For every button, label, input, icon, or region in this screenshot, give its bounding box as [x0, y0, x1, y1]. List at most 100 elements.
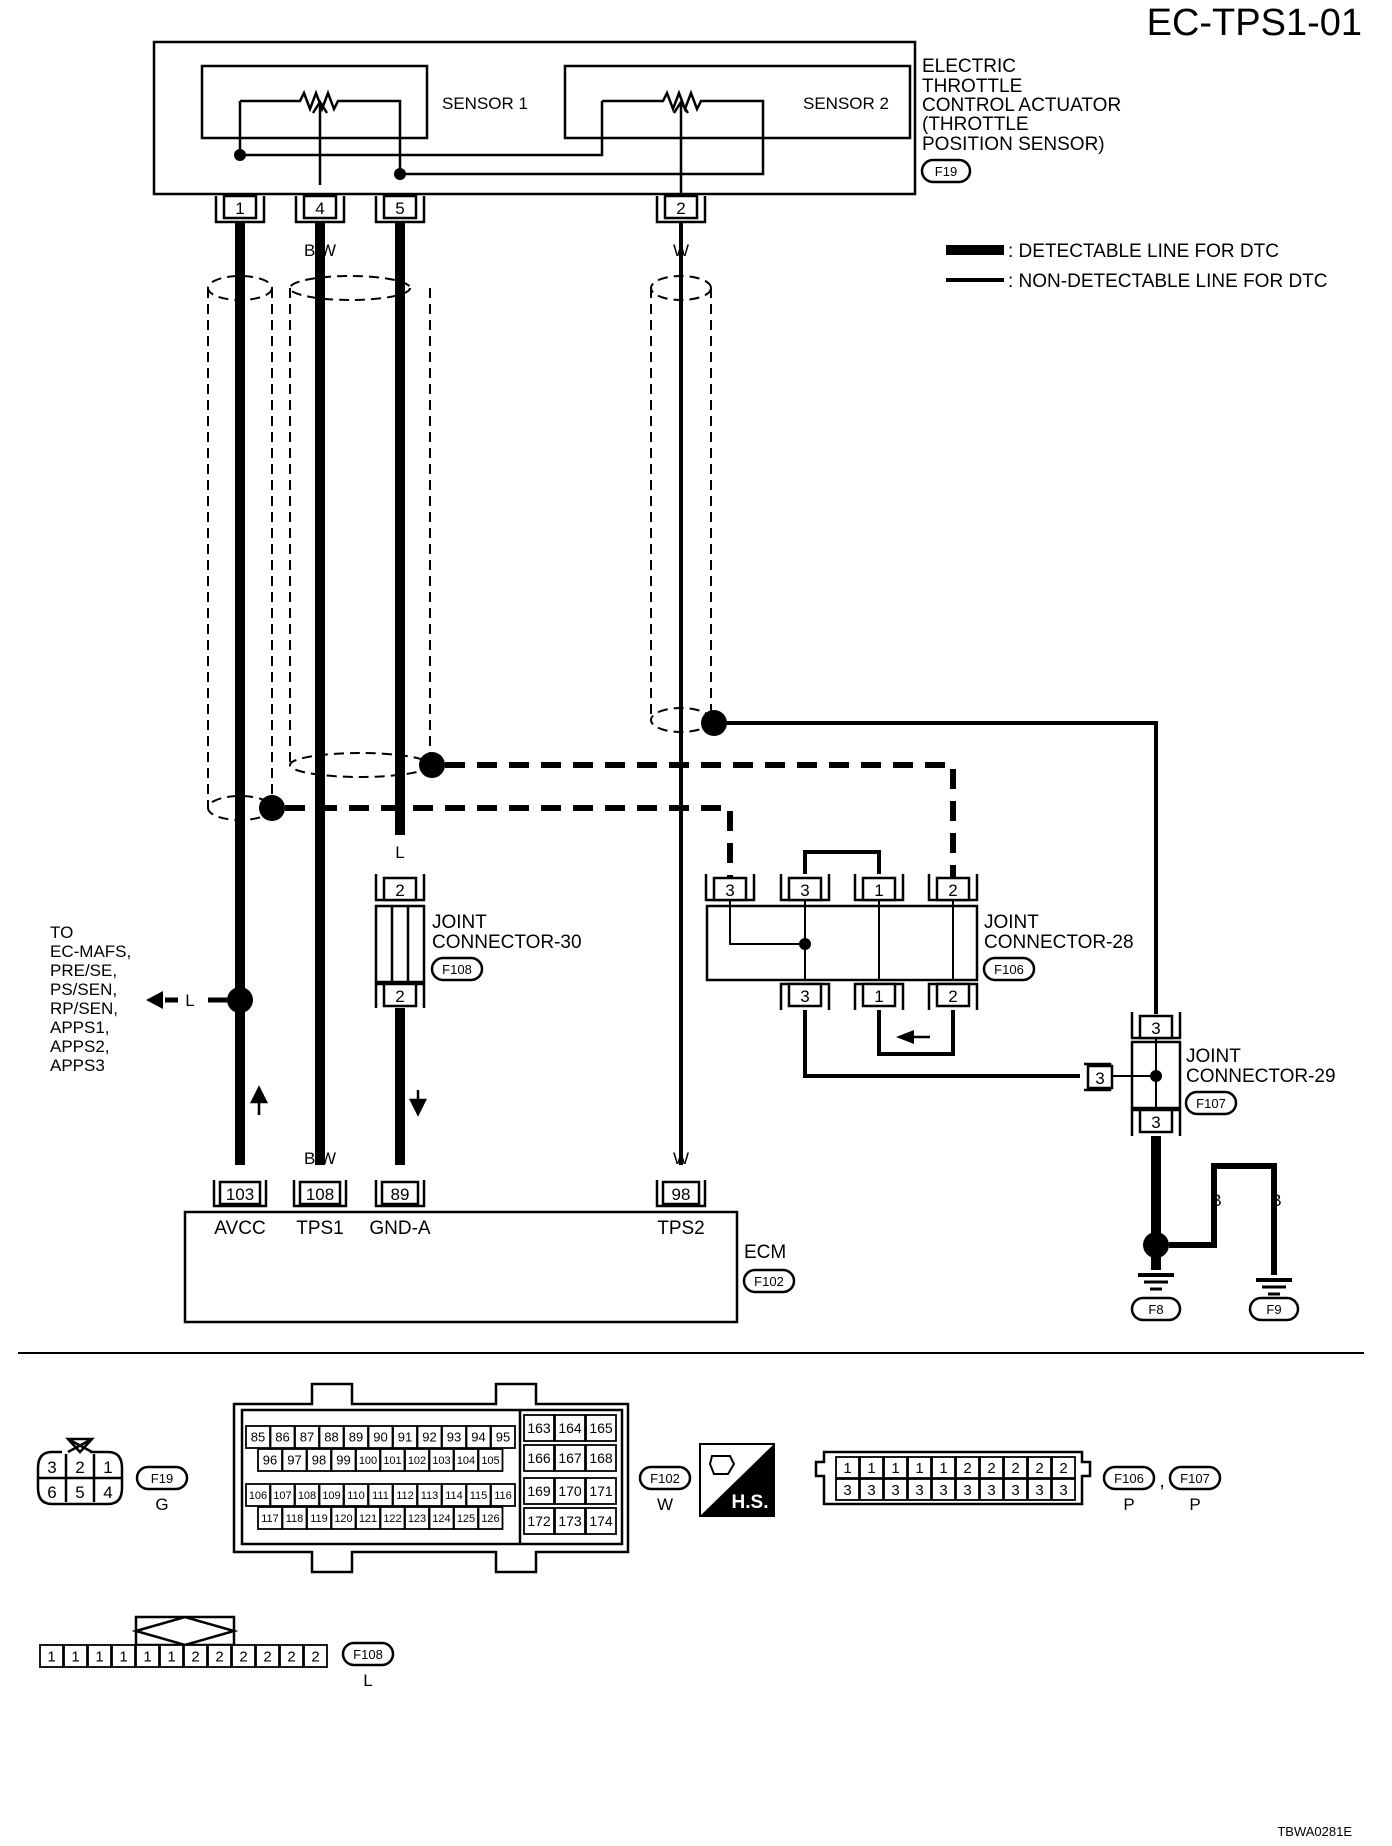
pin-cell — [931, 1456, 956, 1479]
jc29-internal-dot — [1150, 1070, 1162, 1082]
pin-label: 1 — [95, 1648, 103, 1665]
pin-cell — [554, 1444, 586, 1472]
jc28-body — [705, 904, 979, 982]
figure-id: TBWA0281E — [1277, 1824, 1352, 1839]
pin-cell — [585, 1444, 617, 1472]
left-arrow-small-icon — [896, 1030, 914, 1044]
to-line-1: TO — [50, 923, 73, 942]
pin-label: 1 — [867, 1460, 875, 1477]
pin-label: 1 — [843, 1460, 851, 1477]
ground-wire-f9 — [1169, 1163, 1277, 1275]
sensor1-wiper — [311, 99, 329, 185]
pin-cell — [1027, 1478, 1052, 1501]
svg-text:3: 3 — [800, 987, 809, 1006]
jc29-top-pin: 3 — [1130, 1012, 1182, 1040]
ground-symbol-f9 — [1256, 1278, 1292, 1296]
jc28-bottom-pin-1: 3 — [779, 982, 831, 1010]
ecm-terminal-avcc: AVCC — [214, 1218, 265, 1239]
pin-cell — [585, 1477, 617, 1505]
svg-text:1: 1 — [235, 199, 244, 218]
pin-cell — [523, 1444, 555, 1472]
wire-color-bottom-2: B/W — [304, 1149, 336, 1168]
shield-3-drain — [727, 721, 1158, 1014]
pin-label: 94 — [471, 1430, 485, 1445]
pin-cell — [39, 1644, 64, 1668]
pin-label: 110 — [347, 1490, 365, 1502]
pin-cell — [1003, 1456, 1028, 1479]
svg-text:3: 3 — [1151, 1113, 1160, 1132]
shield-2-drain — [445, 762, 956, 898]
actuator-label-3: CONTROL ACTUATOR — [922, 95, 1121, 116]
jc28-connector-badge — [982, 956, 1036, 982]
pin-cell — [490, 1483, 516, 1507]
pin-label: 1 — [167, 1648, 175, 1665]
pin-label: 100 — [359, 1455, 377, 1467]
pin-label: 167 — [558, 1450, 582, 1466]
pin-cell — [979, 1478, 1004, 1501]
pin-label: 3 — [987, 1482, 995, 1499]
pin-label: 3 — [939, 1482, 947, 1499]
actuator-pin-1: 1 — [214, 194, 266, 224]
svg-text:2: 2 — [948, 987, 957, 1006]
ground-symbol-f8 — [1138, 1273, 1174, 1291]
actuator-label-5: POSITION SENSOR) — [922, 134, 1105, 155]
jc30-wire-bottom: B — [394, 1025, 405, 1044]
jc28-internal — [729, 900, 954, 980]
jc28-top-pin-1: 3 — [704, 874, 756, 902]
shield-2 — [289, 275, 431, 778]
pin-label: 116 — [494, 1490, 512, 1502]
pin-label: 123 — [408, 1513, 426, 1525]
pin-label: 1 — [71, 1648, 79, 1665]
pin-cell — [883, 1456, 908, 1479]
f107-view-badge — [1168, 1465, 1222, 1491]
svg-text:89: 89 — [391, 1185, 410, 1204]
pin-cell — [135, 1644, 160, 1668]
jc29-side-pin: 3 — [1084, 1062, 1114, 1092]
ground-f9-badge — [1248, 1296, 1300, 1322]
jc28-internal-dot — [799, 938, 811, 950]
pin-cell — [523, 1414, 555, 1442]
pin-label: 2 — [239, 1648, 247, 1665]
f107-view-color: P — [1189, 1495, 1200, 1514]
pin-label: 168 — [589, 1450, 613, 1466]
pin-label: 3 — [891, 1482, 899, 1499]
pin-label: 115 — [470, 1490, 488, 1502]
pin-cell — [955, 1456, 980, 1479]
pin-label: 3 — [1035, 1482, 1043, 1499]
pin-label: 112 — [396, 1490, 414, 1502]
svg-text:5: 5 — [395, 199, 404, 218]
pin-label: 3 — [843, 1482, 851, 1499]
jc29-label-1: JOINT — [1186, 1046, 1241, 1067]
pin-label: 3 — [1059, 1482, 1067, 1499]
f102-view-id: F102 — [650, 1471, 680, 1486]
f19-view-color: G — [155, 1495, 168, 1514]
pin-label: 105 — [481, 1455, 499, 1467]
to-line-8: APPS3 — [50, 1056, 105, 1075]
pin-cell — [303, 1644, 328, 1668]
left-arrow-icon — [146, 991, 163, 1009]
pin-label: 119 — [310, 1513, 328, 1525]
ground-f9-id: F9 — [1266, 1302, 1281, 1317]
pin-cell — [231, 1644, 256, 1668]
pin-cell — [585, 1414, 617, 1442]
jc29-connector-badge — [1184, 1090, 1238, 1116]
pin-label: 2 — [963, 1460, 971, 1477]
pin-label: 2 — [1011, 1460, 1019, 1477]
f106-frame — [814, 1450, 1092, 1506]
jc30-bottom-pin: 2 — [374, 982, 426, 1008]
pin-label: 102 — [408, 1455, 426, 1467]
pin-label: 113 — [421, 1490, 439, 1502]
pin-cell — [183, 1644, 208, 1668]
pin-label: 3 — [867, 1482, 875, 1499]
jc28-top-pin-2: 3 — [779, 874, 831, 902]
pin-cell — [1051, 1478, 1076, 1501]
pin-label: 125 — [457, 1513, 475, 1525]
jc29-bottom-pin: 3 — [1130, 1108, 1182, 1136]
shield-3-drain-dot — [701, 710, 727, 736]
branch-wire-color: L — [185, 991, 194, 1010]
sensor1-box — [200, 64, 429, 140]
pin-cell — [87, 1644, 112, 1668]
jc30-wire-top: L — [395, 843, 404, 862]
f107-view-id: F107 — [1180, 1471, 1210, 1486]
